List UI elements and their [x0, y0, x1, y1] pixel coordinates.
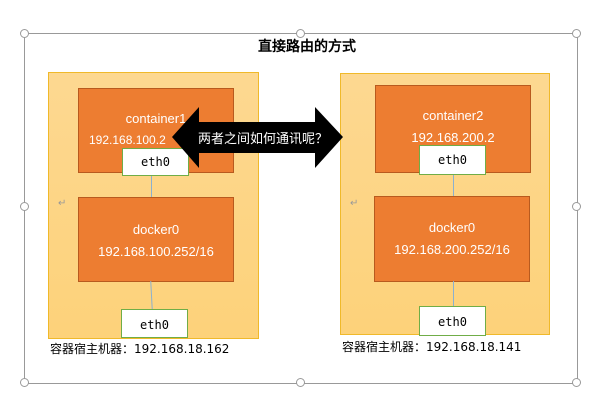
resize-handle[interactable]: [572, 202, 581, 211]
resize-handle[interactable]: [20, 29, 29, 38]
paragraph-mark: ↵: [350, 198, 359, 209]
bridge-name: docker0: [132, 222, 180, 237]
host-eth0-box: eth0: [419, 306, 486, 336]
container-name: container1: [125, 111, 187, 126]
docker0-box: docker0 192.168.200.252/16: [374, 196, 530, 282]
host-label: 容器宿主机器：192.168.18.141: [342, 340, 522, 354]
double-arrow-icon: [172, 107, 343, 168]
container-ip: 192.168.100.2: [89, 133, 166, 147]
bridge-ip: 192.168.100.252/16: [98, 244, 214, 259]
resize-handle[interactable]: [296, 29, 305, 38]
resize-handle[interactable]: [20, 202, 29, 211]
connector-line: [151, 175, 152, 197]
connector-line: [453, 173, 454, 196]
bridge-name: docker0: [428, 220, 476, 235]
resize-handle[interactable]: [296, 378, 305, 387]
container-ip: 192.168.200.2: [411, 130, 495, 145]
arrow-label: 两者之间如何通讯呢？: [198, 132, 329, 147]
resize-handle[interactable]: [20, 378, 29, 387]
container-eth0-box: eth0: [419, 145, 486, 175]
host-eth0-box: eth0: [121, 309, 188, 338]
resize-handle[interactable]: [572, 29, 581, 38]
paragraph-mark: ↵: [58, 198, 67, 209]
container-eth0-box: eth0: [122, 148, 189, 176]
container-name: container2: [422, 108, 484, 123]
docker0-box: docker0 192.168.100.252/16: [78, 197, 234, 282]
diagram-title: 直接路由的方式: [258, 39, 356, 55]
bridge-ip: 192.168.200.252/16: [394, 242, 510, 257]
resize-handle[interactable]: [572, 378, 581, 387]
connector-line: [453, 281, 454, 306]
host-label: 容器宿主机器：192.168.18.162: [50, 342, 230, 356]
